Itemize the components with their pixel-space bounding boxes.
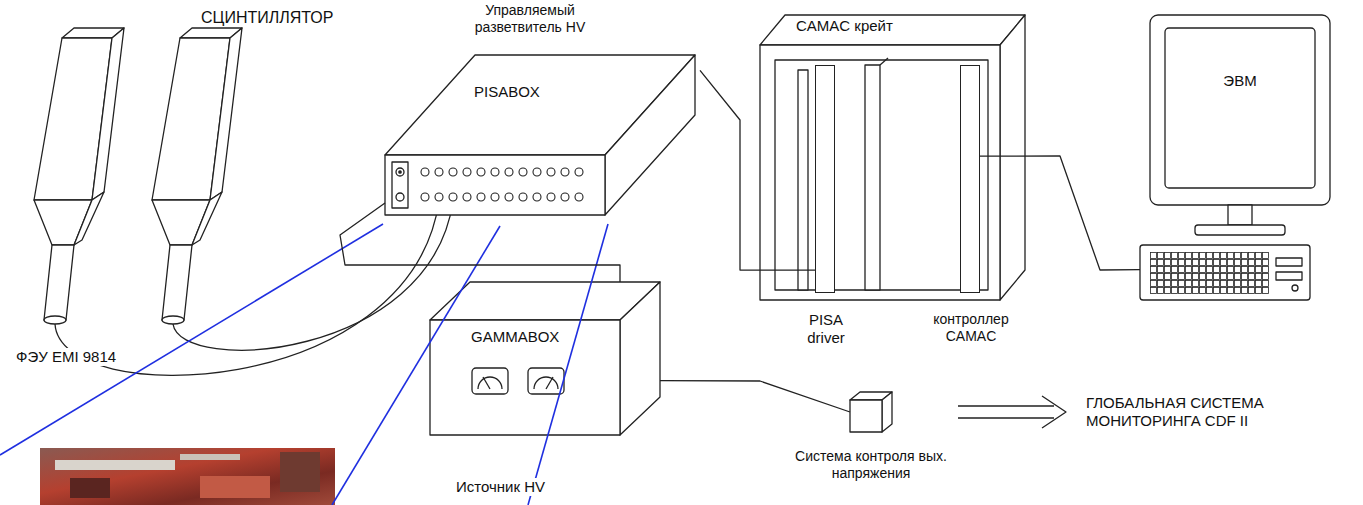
cube-side bbox=[882, 392, 892, 432]
camac-module bbox=[798, 70, 808, 290]
hv-cable bbox=[980, 156, 1140, 270]
pmt-end bbox=[162, 316, 184, 324]
keyboard-keys bbox=[1150, 252, 1269, 294]
callout-line bbox=[0, 224, 383, 455]
module-label: PISA driver bbox=[789, 311, 863, 347]
monitor-neck bbox=[1228, 205, 1252, 225]
pmt-label: ФЭУ EMI 9814 bbox=[15, 348, 117, 366]
callout-line bbox=[332, 226, 500, 505]
keyboard-button bbox=[1292, 285, 1298, 291]
voltage-monitor-box: Система контроля вых. напряжения bbox=[850, 392, 892, 432]
callout-lines bbox=[0, 224, 608, 505]
camac-crate-body bbox=[760, 15, 1025, 300]
pisabox-body bbox=[385, 55, 695, 215]
box-heading: Источник HV bbox=[455, 478, 546, 496]
keyboard-pad bbox=[1276, 258, 1302, 266]
meter-scale bbox=[478, 377, 502, 389]
hv-splitter-box: Управляемый разветвитель HVPISABOX bbox=[385, 50, 700, 220]
box-front bbox=[430, 320, 620, 435]
meter bbox=[472, 368, 508, 394]
module-edge bbox=[880, 58, 888, 65]
system-label: ГЛОБАЛЬНАЯ СИСТЕМА МОНИТОРИНГА CDF II bbox=[1085, 394, 1300, 430]
scintillator-bar bbox=[152, 28, 242, 324]
hv-cable bbox=[700, 70, 815, 270]
meter-scale bbox=[534, 377, 558, 389]
connector-strip bbox=[392, 162, 408, 208]
voltage-monitor-body bbox=[850, 392, 892, 432]
computer bbox=[1140, 15, 1330, 300]
box-heading: Управляемый разветвитель HV bbox=[455, 2, 605, 36]
cube-front bbox=[850, 400, 882, 432]
bar-side bbox=[92, 28, 124, 200]
gammabox-body bbox=[430, 282, 660, 435]
box-side bbox=[620, 282, 660, 435]
crate-title: CAMAC крейт bbox=[795, 17, 894, 35]
box-front bbox=[385, 155, 605, 215]
pmt-cable bbox=[173, 201, 453, 350]
pmt-tube bbox=[162, 245, 192, 320]
box-title: PISABOX bbox=[473, 83, 541, 101]
meter bbox=[528, 368, 564, 394]
bar-side bbox=[210, 28, 242, 200]
crate-opening bbox=[775, 60, 988, 290]
photo-detail bbox=[200, 476, 270, 498]
hv-cable bbox=[660, 381, 850, 412]
camac-crate: CAMAC крейтPISA driver контроллер CAMAC bbox=[760, 5, 1025, 305]
callout-line bbox=[528, 224, 608, 505]
meter-needle bbox=[546, 377, 553, 389]
photo bbox=[40, 448, 335, 505]
light-guide-side bbox=[192, 192, 222, 245]
hv-input bbox=[396, 168, 404, 176]
monitor-base bbox=[1195, 225, 1285, 235]
photo-detail bbox=[280, 452, 320, 492]
crate-front bbox=[760, 45, 1000, 300]
computer-box: ЭВМ bbox=[1140, 10, 1335, 305]
hv-supply-box: GAMMABOXИсточник HV bbox=[430, 282, 660, 435]
hv-outputs bbox=[418, 163, 586, 211]
module-label: контроллер CAMAC bbox=[919, 311, 1023, 345]
detector-label: СЦИНТИЛЛЯТОР bbox=[200, 8, 334, 27]
scintillator-bar bbox=[34, 28, 124, 324]
box-title: GAMMABOX bbox=[470, 328, 560, 346]
hv-connector bbox=[396, 193, 404, 201]
monitor-screen bbox=[1165, 28, 1315, 188]
arrow-shaft bbox=[958, 406, 1054, 418]
keyboard-pad bbox=[1276, 272, 1302, 280]
pmt-tube bbox=[44, 245, 74, 320]
hv-cable bbox=[340, 203, 620, 282]
hv-input-dot bbox=[399, 171, 401, 173]
crate-top bbox=[760, 15, 1025, 45]
pmt-end bbox=[44, 316, 66, 324]
computer-title: ЭВМ bbox=[1150, 72, 1330, 90]
controller-module: контроллер CAMAC bbox=[960, 65, 980, 293]
camac-module bbox=[865, 65, 880, 290]
light-guide-side bbox=[74, 192, 104, 245]
box-side bbox=[605, 55, 695, 215]
photo-detail bbox=[55, 460, 175, 470]
driver-module: PISA driver bbox=[815, 65, 835, 293]
box-caption: Система контроля вых. напряжения bbox=[786, 448, 956, 482]
photo-detail bbox=[70, 478, 110, 498]
arrow-head bbox=[1042, 396, 1066, 428]
meter-needle bbox=[483, 377, 490, 389]
keyboard bbox=[1140, 245, 1310, 300]
photo-fragment bbox=[40, 448, 335, 505]
crate-side bbox=[1000, 15, 1025, 300]
photo-detail bbox=[180, 454, 240, 460]
monitor-frame bbox=[1150, 15, 1330, 205]
double-arrow bbox=[958, 396, 1066, 428]
